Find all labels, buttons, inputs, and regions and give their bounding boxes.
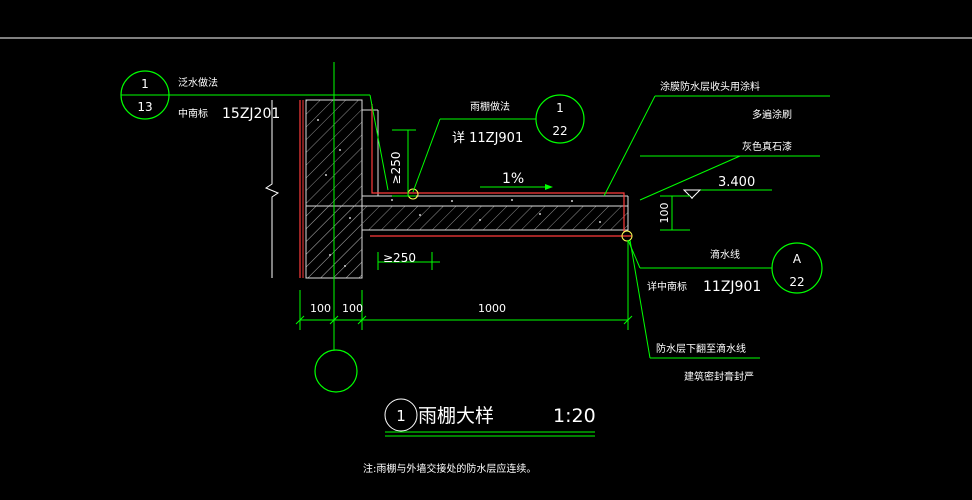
axis-bubble [314, 349, 358, 393]
right-annotations: 涂膜防水层收头用涂料 多遍涂刷 灰色真石漆 3.400 A 22 滴水线 详中南… [603, 80, 830, 383]
canopy-reference: 1 22 雨棚做法 详 11ZJ901 [412, 94, 585, 193]
drip-ref-sheet: 22 [789, 275, 804, 289]
flashing-note-label: 泛水做法 [178, 76, 218, 89]
break-line [264, 100, 280, 278]
coating-head-note: 涂膜防水层收头用涂料 [660, 80, 760, 93]
stone-finish-note: 灰色真石漆 [742, 140, 792, 153]
title-text: 雨棚大样 [418, 405, 494, 427]
drawing-title: 1 雨棚大样 1:20 [384, 398, 596, 437]
coating-layers-note: 多遍涂刷 [752, 108, 792, 121]
dimensions [295, 129, 690, 330]
drip-std-label: 详中南标 [647, 280, 687, 293]
dim-span: 1000 [478, 302, 506, 315]
flashing-std-label: 中南标 [178, 107, 208, 120]
flashing-code-label: 15ZJ201 [222, 106, 280, 122]
drip-point-marker [621, 230, 633, 242]
canopy-slab [305, 205, 629, 279]
flashing-ref-number: 1 [141, 77, 149, 91]
general-note: 注:雨棚与外墙交接处的防水层应连续。 [363, 462, 536, 475]
dim-upturn: ≥250 [389, 152, 403, 185]
flashing-ref-sheet: 13 [137, 100, 152, 114]
drip-ref-letter: A [793, 252, 802, 266]
drip-code-label: 11ZJ901 [703, 279, 761, 295]
title-number: 1 [396, 407, 406, 425]
dim-wall-right: 100 [342, 302, 363, 315]
dim-underside: ≥250 [383, 251, 416, 265]
seal-gap-note: 建筑密封膏封严 [684, 370, 754, 383]
flashing-reference: 1 13 泛水做法 中南标 15ZJ201 [120, 70, 389, 191]
joint-point-marker [407, 188, 419, 200]
slope-value: 1% [502, 171, 524, 187]
slope-indicator: 1% [480, 171, 553, 190]
canopy-ref-sheet: 22 [552, 124, 567, 138]
elevation-value: 3.400 [718, 175, 755, 190]
canopy-code-label: 详 11ZJ901 [452, 131, 523, 146]
waterproof-layer-top [371, 104, 625, 232]
title-scale: 1:20 [553, 405, 596, 427]
dim-wall-left: 100 [310, 302, 331, 315]
drip-note-label: 滴水线 [710, 248, 740, 261]
canopy-ref-number: 1 [556, 101, 564, 115]
dim-edge-height: 100 [658, 203, 671, 224]
canopy-note-label: 雨棚做法 [470, 100, 510, 113]
waterproof-down-note: 防水层下翻至滴水线 [656, 342, 746, 355]
